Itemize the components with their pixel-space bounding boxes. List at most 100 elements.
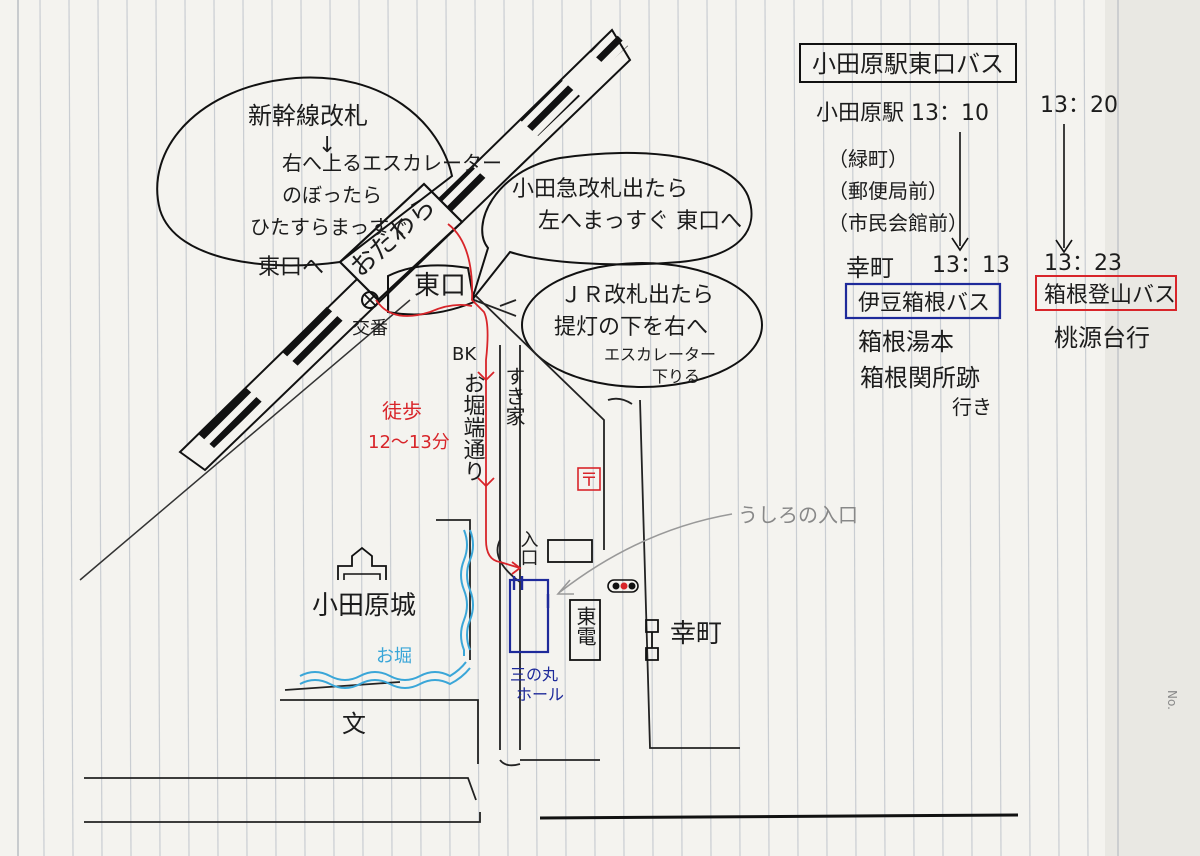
shinkansen-bubble: 新幹線改札 ↓ 右へ上るエスカレーター のぼったら ひたすらまっすぐ 東口へ [156, 76, 502, 280]
walk-label-2: 12〜13分 [368, 432, 450, 453]
odawara-castle: 小田原城 [312, 546, 416, 621]
bus-title-box [799, 43, 1017, 83]
koban-icon [361, 291, 379, 309]
moat-label: お堀 [376, 646, 412, 667]
sannomaru-hall: 三の丸 ホール [508, 576, 564, 704]
ruled-line [851, 0, 857, 856]
ruled-line [445, 0, 451, 856]
post-office: 〒 [577, 467, 601, 491]
bk-label: BK [452, 344, 477, 365]
jr-line-2: 提灯の下を右へ [554, 315, 708, 340]
streets [84, 295, 740, 823]
shinkansen-line-4: ひたすらまっすぐ [250, 215, 409, 239]
ruled-line [764, 0, 770, 856]
ruled-line [155, 0, 161, 856]
ruled-line [561, 0, 567, 856]
ruled-line [416, 0, 422, 856]
shinkansen-line-2: 右へ上るエスカレーター [282, 151, 502, 175]
ruled-line [1083, 0, 1089, 856]
ruled-line [329, 0, 335, 856]
bus-company-2: 箱根登山バス [1044, 283, 1176, 308]
via-stop-2: （郵便局前） [828, 179, 948, 203]
shinkansen-line-5: 東口へ [258, 255, 324, 280]
street-name: お堀端通り [460, 372, 486, 482]
ruled-line [1025, 0, 1031, 856]
hall-label-1: 三の丸 [510, 665, 558, 684]
bus-stop: 幸町 [645, 619, 722, 661]
east-exit-label: 東口 [414, 271, 466, 301]
destination-1c: 行き [952, 395, 992, 419]
ruled-line [1054, 0, 1060, 856]
ruled-line [271, 0, 277, 856]
ruled-line [793, 0, 799, 856]
ruled-line [706, 0, 712, 856]
east-exit: 東口 [387, 264, 476, 316]
hall-label-2: ホール [516, 685, 564, 704]
bus-info-panel: 小田原駅東口バス 小田原駅 13：10 13：20 （緑町） （郵便局前） （市… [799, 43, 1177, 419]
walk-label-1: 徒歩 [382, 399, 422, 423]
destination-1b: 箱根関所跡 [860, 364, 980, 392]
ruled-line [39, 0, 45, 856]
bus-2-box [1035, 275, 1177, 311]
ruled-line [677, 0, 683, 856]
stop-name: 幸町 [846, 254, 894, 282]
parking-block [547, 539, 593, 563]
ruled-line [619, 0, 625, 856]
back-entrance-label: うしろの入口 [738, 503, 858, 527]
ruled-line [97, 0, 103, 856]
shinkansen-line-1: 新幹線改札 [248, 102, 368, 130]
arrive-time-1: 13：13 [932, 253, 1010, 278]
ruled-line [590, 0, 596, 856]
ruled-line [909, 0, 915, 856]
sukiya-label: すき家 [502, 366, 526, 426]
jr-line-1: ＪＲ改札出たら [560, 283, 714, 308]
odakyu-line-2: 左へまっすぐ 東口へ [538, 209, 742, 234]
odakyu-bubble: 小田急改札出たら 左へまっすぐ 東口へ [471, 151, 753, 301]
shinkansen-line-3: のぼったら [282, 183, 382, 207]
guide-line [79, 299, 411, 581]
ruled-line [184, 0, 190, 856]
castle-label: 小田原城 [312, 591, 416, 621]
ruled-line [300, 0, 306, 856]
ruled-line [996, 0, 1002, 856]
ruled-line [938, 0, 944, 856]
arrive-time-2: 13：23 [1044, 251, 1122, 276]
bus-stop-icon [645, 619, 659, 661]
depart-time-1: 小田原駅 13：10 [816, 101, 989, 126]
destination-2: 桃源台行 [1054, 324, 1150, 352]
koban: 交番 [352, 291, 388, 339]
school-icon: 文 [342, 710, 366, 738]
jr-bubble: ＪＲ改札出たら 提灯の下を右へ エスカレーター 下りる [521, 262, 763, 388]
ruled-line [358, 0, 364, 856]
jr-line-3: エスカレーター [604, 345, 716, 364]
toden-building: 東電 [569, 599, 601, 661]
depart-time-2: 13：20 [1040, 93, 1118, 118]
walking-route [375, 223, 522, 575]
traffic-light-icon [607, 579, 639, 593]
via-stop-1: （緑町） [828, 147, 908, 171]
main-road [539, 813, 1019, 820]
jr-line-4: 下りる [652, 367, 700, 386]
ruled-line [880, 0, 886, 856]
bus-stop-label: 幸町 [670, 619, 722, 649]
street-label: お堀端通り [460, 372, 486, 482]
ruled-line [967, 0, 973, 856]
destination-1a: 箱根湯本 [858, 328, 954, 356]
page-number-mark: No. [1165, 690, 1179, 710]
ruled-line [822, 0, 828, 856]
ruled-line [126, 0, 132, 856]
post-office-icon: 〒 [580, 470, 598, 491]
ruled-line [648, 0, 654, 856]
via-stop-3: （市民会館前） [828, 211, 968, 235]
moat [299, 529, 474, 689]
entrance-label: 入口 [518, 530, 539, 566]
bus-company-1: 伊豆箱根バス [858, 291, 990, 316]
ruled-line [735, 0, 741, 856]
castle-icon [337, 546, 387, 580]
odakyu-line-1: 小田急改札出たら [512, 177, 688, 202]
bus-title: 小田原駅東口バス [812, 50, 1004, 78]
ruled-line [387, 0, 393, 856]
